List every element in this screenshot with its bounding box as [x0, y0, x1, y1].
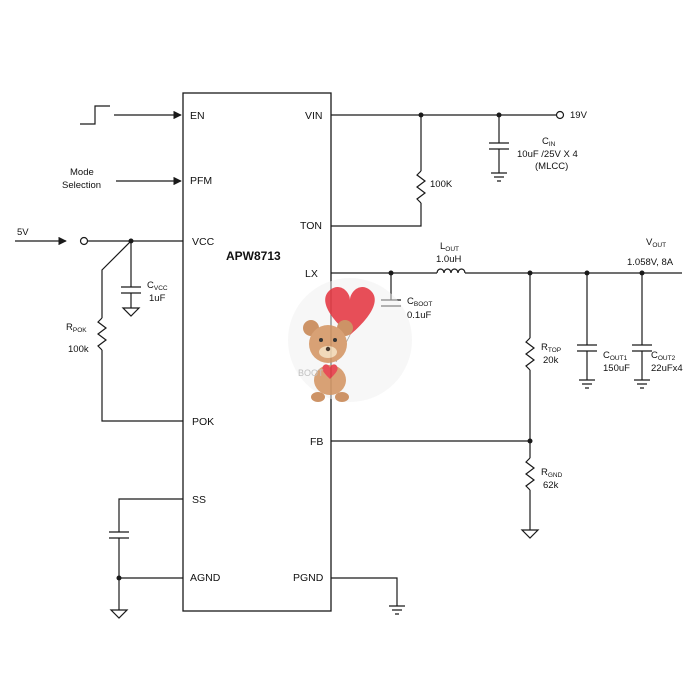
ic-part-number: APW8713 — [226, 249, 281, 263]
rgnd-value: 62k — [543, 480, 559, 491]
cboot-designator: CBOOT — [407, 296, 432, 308]
vin-19v-label: 19V — [570, 110, 588, 121]
rpok-resistor-icon — [97, 317, 107, 351]
pgnd-wire — [331, 577, 398, 606]
pin-vin-label: VIN — [305, 110, 323, 122]
pin-ton-label: TON — [300, 220, 322, 232]
vcc-5v-label: 5V — [17, 227, 29, 238]
pin-pgnd-label: PGND — [293, 572, 324, 584]
cboot-value: 0.1uF — [407, 310, 431, 321]
lout-inductor-icon — [436, 268, 466, 274]
cin-ground-icon — [491, 172, 507, 182]
rgnd-resistor-icon — [525, 457, 535, 491]
pin-fb-label: FB — [310, 436, 323, 448]
rton-value: 100K — [430, 179, 453, 190]
cout1-value: 150uF — [603, 363, 630, 374]
watermark-text: BOOT — [298, 368, 324, 378]
mode-label-line2: Selection — [62, 180, 101, 191]
cvcc-value: 1uF — [149, 293, 166, 304]
fb-junction — [527, 438, 533, 444]
pin-pfm-label: PFM — [190, 175, 212, 187]
pin-lx-label: LX — [305, 268, 318, 280]
rgnd-designator: RGND — [541, 467, 563, 479]
vout-designator: VOUT — [646, 237, 666, 249]
pgnd-ground-icon — [389, 605, 405, 615]
pin-en-label: EN — [190, 110, 205, 122]
cout1-ground-icon — [579, 379, 595, 389]
cin-value: 10uF /25V X 4 — [517, 149, 578, 160]
vout-spec: 1.058V, 8A — [627, 257, 674, 268]
vin-terminal — [555, 110, 565, 120]
rtop-designator: RTOP — [541, 342, 561, 354]
agnd-ground-icon — [109, 609, 129, 619]
cout2-designator: COUT2 — [651, 350, 676, 362]
pin-pok-label: POK — [192, 416, 214, 428]
cin-designator: CIN — [542, 136, 556, 148]
pin-agnd-label: AGND — [190, 572, 221, 584]
rton-resistor-icon — [416, 170, 426, 204]
rtop-resistor-icon — [525, 337, 535, 371]
pin-vcc-label: VCC — [192, 236, 215, 248]
lout-value: 1.0uH — [436, 254, 461, 265]
lout-designator: LOUT — [440, 241, 459, 253]
cout2-ground-icon — [634, 379, 650, 389]
agnd-junction — [116, 575, 122, 581]
rpok-wire-bottom — [101, 350, 183, 422]
ss-wire — [118, 498, 183, 532]
cvcc-designator: CVCC — [147, 280, 168, 292]
rpok-value: 100k — [68, 344, 89, 355]
mode-label-line1: Mode — [70, 167, 94, 178]
cvcc-ground-icon — [121, 307, 141, 317]
cout2-value: 22uFx4 — [651, 363, 683, 374]
rpok-wire-top — [101, 240, 132, 318]
rtop-value: 20k — [543, 355, 559, 366]
en-step-waveform — [80, 105, 110, 125]
rton-wire-bottom — [331, 203, 422, 227]
rgnd-ground-icon — [520, 529, 540, 539]
cin-note: (MLCC) — [535, 161, 568, 172]
cout1-designator: COUT1 — [603, 350, 628, 362]
teddy-bear-heart-icon: BOOT — [288, 278, 412, 402]
pin-ss-label: SS — [192, 494, 206, 506]
vcc-input-terminal — [79, 236, 89, 246]
rpok-designator: RPOK — [66, 322, 87, 334]
